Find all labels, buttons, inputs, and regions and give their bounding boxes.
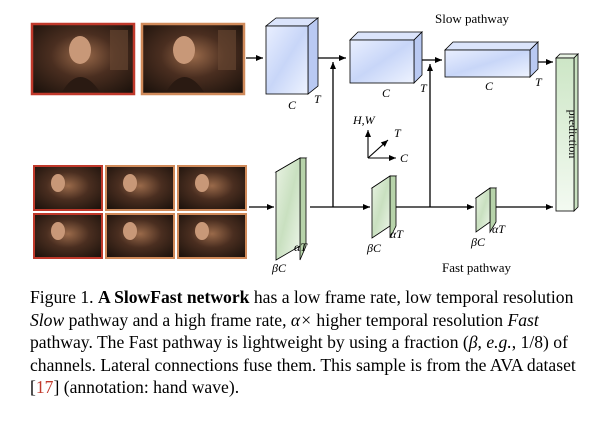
slow-block-3-c-label: C	[485, 79, 494, 93]
fast-block-3	[474, 187, 498, 234]
caption-text-6: , 1/8) of channels. Lateral connections …	[30, 332, 576, 397]
fast-block-1-c-label: βC	[271, 261, 287, 275]
slow-block-2	[349, 31, 423, 84]
fast-frame	[33, 213, 103, 259]
slow-arrows	[246, 55, 553, 65]
caption-alpha: α×	[290, 309, 312, 330]
figure-caption: Figure 1. A SlowFast network has a low f…	[30, 286, 578, 399]
caption-eg: e.g.	[486, 332, 512, 352]
caption-beta: β	[468, 332, 478, 352]
fast-block-3-c-label: βC	[470, 235, 486, 249]
fast-block-1	[274, 157, 308, 261]
fast-block-2	[370, 175, 398, 239]
lateral-connections	[330, 62, 433, 207]
slow-pathway-label: Slow pathway	[435, 11, 510, 26]
caption-text-7: ] (annotation: hand wave).	[53, 377, 240, 397]
caption-text-1: has a low frame rate, low temporal resol…	[249, 287, 574, 307]
caption-text-3: higher temporal resolution	[312, 309, 508, 330]
axis-legend: H,W T C	[352, 113, 409, 165]
slow-block-2-t-label: T	[420, 81, 428, 95]
caption-figure-label: Figure 1.	[30, 287, 94, 307]
slow-block-2-c-label: C	[382, 86, 391, 100]
caption-italic-slow: Slow	[30, 309, 65, 330]
slow-block-3-t-label: T	[535, 75, 543, 89]
fast-block-1-t-label: αT	[294, 240, 308, 254]
slow-frame	[140, 22, 246, 96]
fast-frame	[105, 165, 175, 211]
fast-frame	[33, 165, 103, 211]
slow-frame	[30, 22, 136, 96]
caption-text-5: ,	[477, 332, 487, 352]
slow-block-3	[444, 41, 539, 78]
fast-frame	[177, 213, 247, 259]
slow-block-1-t-label: T	[314, 92, 322, 106]
slow-input-frames	[30, 22, 246, 96]
fast-block-2-c-label: βC	[366, 241, 382, 255]
axis-c-label: C	[400, 151, 409, 165]
axis-t-label: T	[394, 126, 402, 140]
prediction-label: prediction	[566, 110, 580, 159]
prediction-block: prediction	[555, 53, 580, 212]
fast-frame	[177, 165, 247, 211]
axis-hw-label: H,W	[352, 113, 376, 127]
fast-input-frames	[33, 165, 247, 259]
fast-frame	[105, 213, 175, 259]
fast-block-2-t-label: αT	[390, 227, 404, 241]
slow-block-1	[264, 17, 320, 95]
fast-pathway-label: Fast pathway	[442, 260, 511, 275]
caption-citation-link[interactable]: 17	[35, 377, 54, 397]
slow-block-1-c-label: C	[288, 98, 297, 112]
caption-text-2: pathway and a high frame rate,	[64, 309, 291, 330]
caption-italic-fast: Fast	[507, 309, 539, 330]
caption-bold-title: A SlowFast network	[97, 287, 250, 307]
fast-block-3-t-label: αT	[492, 222, 506, 236]
caption-text-4: pathway. The Fast pathway is lightweight…	[30, 332, 469, 352]
